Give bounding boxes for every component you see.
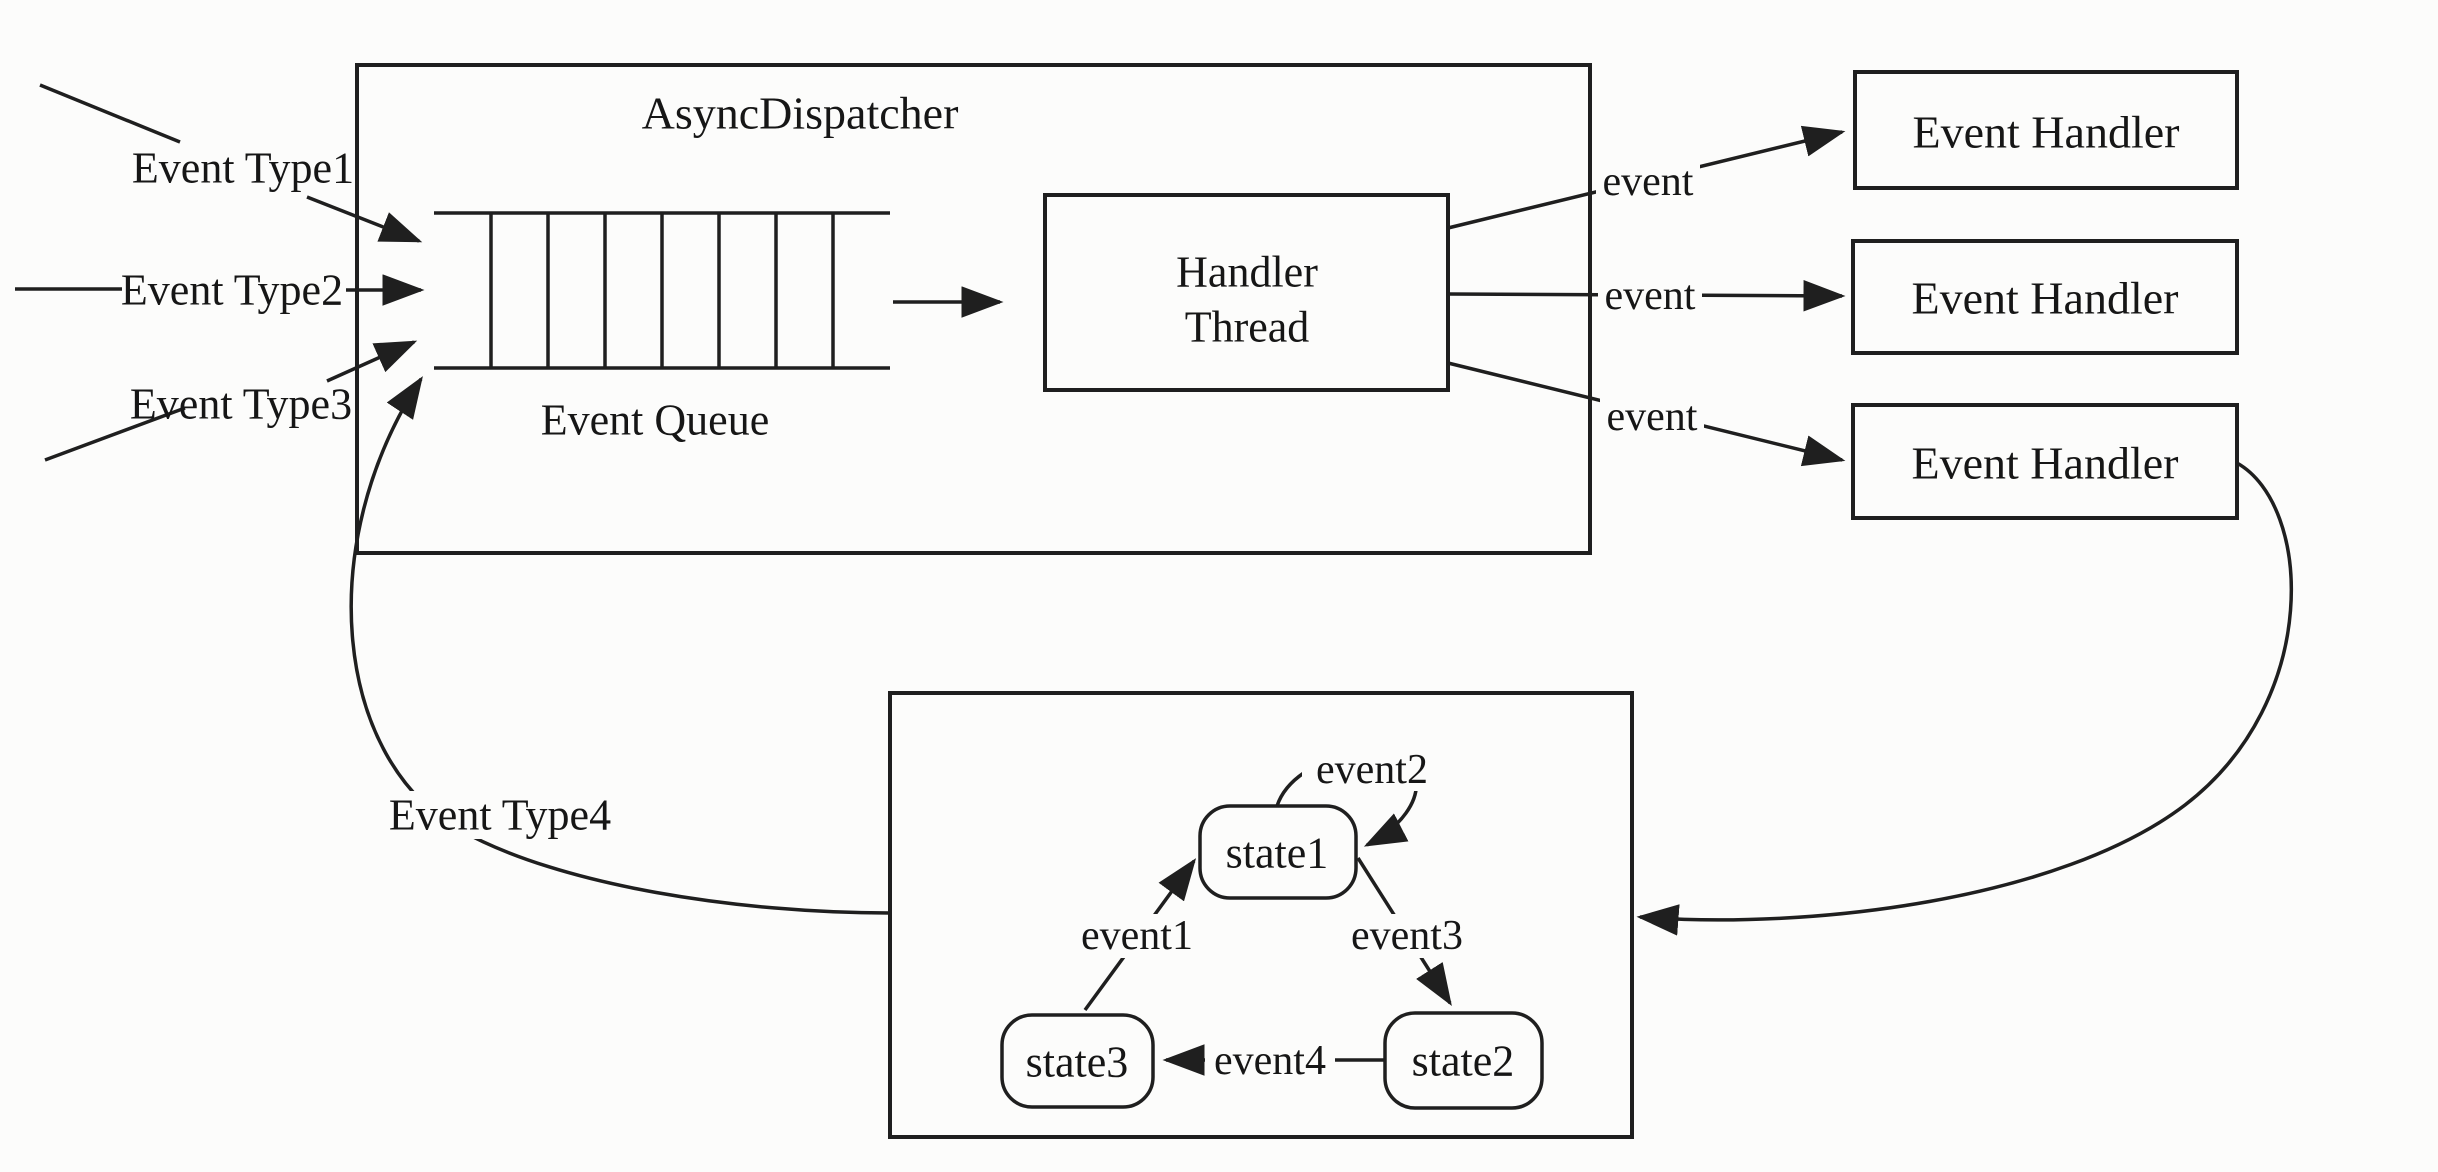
async-dispatcher-box: [355, 63, 1592, 555]
state2-label: state2: [1412, 1037, 1515, 1086]
event-handler-label-2: Event Handler: [1912, 273, 2179, 324]
event-handler-box-3: [1851, 403, 2239, 520]
event-handler-box-1: [1853, 70, 2239, 190]
event-label-3: event: [1607, 394, 1698, 440]
async-dispatcher-title: AsyncDispatcher: [642, 88, 959, 139]
event-handler-label-1: Event Handler: [1913, 107, 2180, 158]
state2-node: [1383, 1011, 1544, 1110]
event-type3-label: Event Type3: [130, 380, 352, 429]
handler-thread-label-line1: Handler: [1176, 248, 1318, 297]
event3-label-mask: [1342, 914, 1472, 958]
event-handler-label-3: Event Handler: [1912, 438, 2179, 489]
event-queue-label: Event Queue: [541, 396, 769, 445]
event-label-2-mask: [1598, 273, 1702, 318]
event-type1-label: Event Type1: [132, 144, 354, 193]
handler-thread-box: [1043, 193, 1450, 392]
event-label-1-mask: [1596, 159, 1700, 204]
transition-event3-label: event3: [1351, 913, 1463, 959]
handler-thread-label-line2: Thread: [1185, 303, 1310, 352]
event1-label-mask: [1072, 914, 1202, 958]
event-type2-label: Event Type2: [121, 266, 343, 315]
state1-node: [1198, 804, 1358, 900]
event-type1-arrow: [306, 195, 423, 243]
decoration-line-bottom-left: [44, 406, 186, 462]
event4-label-mask: [1205, 1038, 1335, 1082]
event-type4-label: Event Type4: [389, 791, 611, 840]
event-label-3-mask: [1600, 394, 1704, 439]
transition-event1-label: event1: [1081, 913, 1193, 959]
state3-node: [1000, 1013, 1155, 1109]
queue-dividers: [489, 213, 835, 368]
decoration-line-top-left: [39, 83, 181, 144]
handler-to-statemachine-curve: [1636, 461, 2294, 936]
event-type4-label-mask: [383, 791, 618, 839]
event-label-1: event: [1603, 159, 1694, 205]
transition-event4-label: event4: [1214, 1038, 1326, 1084]
state1-label: state1: [1226, 829, 1329, 878]
event2-label-mask: [1302, 747, 1442, 791]
state3-label: state3: [1026, 1038, 1129, 1087]
state-machine-box: [888, 691, 1634, 1139]
event-type3-arrow: [326, 340, 418, 383]
transition-event2-label: event2: [1316, 747, 1428, 793]
event-label-2: event: [1605, 273, 1696, 319]
event-handler-box-2: [1851, 239, 2239, 355]
event-queue: [434, 211, 890, 370]
